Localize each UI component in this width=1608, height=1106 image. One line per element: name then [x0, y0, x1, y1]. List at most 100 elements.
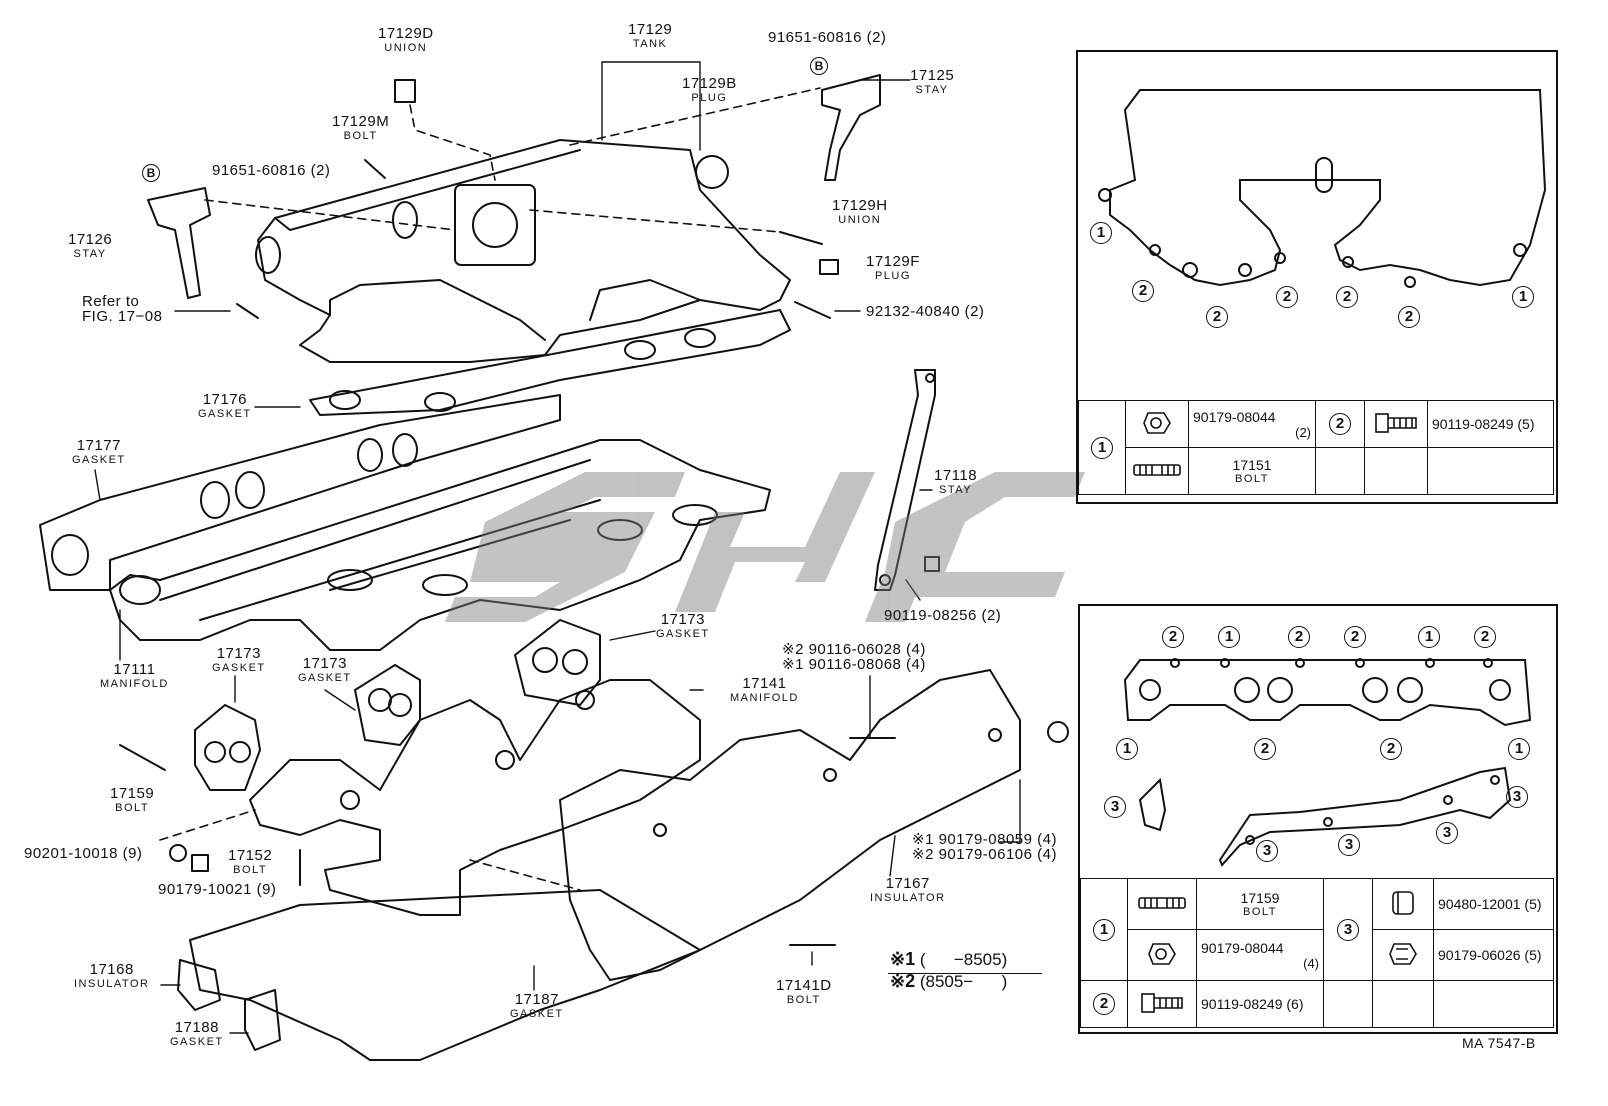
inset-bottom-frame [1078, 604, 1558, 1034]
part-name: STAY [915, 84, 949, 96]
part-name: GASKET [656, 628, 710, 640]
part-name: GASKET [72, 454, 126, 466]
stud-icon [1125, 447, 1189, 495]
callout-91651-top: 91651-60816 (2) [768, 30, 886, 45]
marker-b-top: B [810, 57, 828, 75]
part-number: 91651-60816 (2) [768, 29, 887, 46]
legend-part: 90179-08044 [1193, 408, 1276, 425]
legend-key-1: 1 [1093, 918, 1115, 941]
part-number: 17168 [89, 961, 134, 978]
part-name: MANIFOLD [100, 678, 169, 690]
part-name: GASKET [298, 672, 352, 684]
callout-17187: 17187 GASKET [510, 992, 564, 1022]
part-name: BOLT [233, 864, 268, 876]
part-name: INSULATOR [74, 978, 150, 990]
inset-bottom-plate [1138, 766, 1512, 867]
part-number: 17125 [910, 67, 955, 84]
callout-91651-left: 91651-60816 (2) [212, 163, 330, 178]
part-number: 17111 [113, 661, 156, 678]
legend-key-1: 1 [1091, 436, 1113, 459]
inset-top-circle-1a: 1 [1090, 222, 1112, 244]
legend-key-2: 2 [1329, 413, 1351, 435]
inset-bot-low-circle-5: 3 [1506, 786, 1528, 808]
callout-17118: 17118 STAY [934, 468, 977, 498]
stay-17126-drawing [147, 187, 211, 299]
manifold-17141-drawing [249, 679, 701, 916]
part-name: STAY [73, 248, 107, 260]
callout-refer-fig: Refer to FIG. 17−08 [82, 294, 162, 324]
legend-name: BOLT [1243, 906, 1277, 918]
part-number: 17159 [110, 785, 155, 802]
marker-b: B [142, 164, 160, 182]
inset-top-frame [1076, 50, 1558, 504]
note-2: ※2 (8505− ) [890, 972, 1008, 991]
inset-bot-top-circle-1: 2 [1162, 626, 1184, 648]
gasket-17188-drawing [244, 989, 281, 1051]
part-number: 92132-40840 (2) [866, 303, 985, 320]
legend-part: 17151 [1232, 457, 1272, 473]
callout-17129F: 17129F PLUG [866, 254, 920, 284]
callout-17176: 17176 GASKET [198, 392, 252, 422]
legend-qty: (4) [1303, 955, 1319, 971]
part-number: 17118 [934, 467, 978, 484]
callout-17188: 17188 GASKET [170, 1020, 224, 1050]
refer-line-1: Refer to [82, 293, 140, 310]
flange-nut-icon [1372, 929, 1434, 981]
callout-17129M: 17129M BOLT [332, 114, 389, 144]
part-number: 17129D [378, 25, 434, 42]
callout-17125: 17125 STAY [910, 68, 954, 98]
manifold-17111-drawing [109, 439, 771, 651]
legend-name: BOLT [1235, 473, 1269, 485]
callout-17129D: 17129D UNION [378, 26, 434, 56]
callout-17129H: 17129H UNION [832, 198, 888, 228]
inset-bot-low-circle-2: 3 [1256, 840, 1278, 862]
callout-17168: 17168 INSULATOR [74, 962, 149, 992]
inset-bot-mid-circle-1: 1 [1116, 738, 1138, 760]
part-name: STAY [939, 484, 973, 496]
marker-b-left: B [142, 164, 160, 182]
inset-bot-low-circle-1: 3 [1104, 796, 1126, 818]
part-name: BOLT [343, 130, 378, 142]
inset-top-circle-1b: 1 [1512, 286, 1534, 308]
part-number: 17187 [514, 991, 559, 1008]
callout-17173-a: 17173 GASKET [212, 646, 266, 676]
part-number: 17176 [202, 391, 247, 408]
part-number: 17188 [174, 1019, 219, 1036]
inset-bot-top-circle-3: 2 [1288, 626, 1310, 648]
legend-key-2: 2 [1093, 993, 1115, 1015]
callout-17141: 17141 MANIFOLD [730, 676, 799, 706]
callout-90179-10021: 90179-10021 (9) [158, 882, 276, 897]
callout-17159: 17159 BOLT [110, 786, 154, 816]
part-name: UNION [384, 42, 428, 54]
part-name: GASKET [198, 408, 252, 420]
callout-90119-08256: 90119-08256 (2) [884, 608, 1001, 623]
part-number: 17129B [682, 75, 737, 92]
part-number: 17173 [302, 655, 347, 672]
note-1-mark: ※1 [890, 949, 916, 969]
legend-part: 90119-08249 (6) [1201, 996, 1304, 1012]
inset-bot-low-circle-3: 3 [1338, 834, 1360, 856]
note-divider [888, 973, 1042, 974]
inset-bottom-gasket [1123, 659, 1532, 727]
callout-17177: 17177 GASKET [72, 438, 126, 468]
part-number: 17141D [776, 977, 832, 994]
gasket-17173-a-drawing [194, 704, 261, 791]
legend-part: 90119-08249 (5) [1432, 416, 1535, 432]
part-name: INSULATOR [870, 892, 946, 904]
note-1-range: ( −8505) [919, 950, 1008, 969]
part-number: 17173 [660, 611, 705, 628]
callout-17167: 17167 INSULATOR [870, 876, 945, 906]
nut-icon [1127, 929, 1197, 981]
part-number: 17126 [68, 231, 113, 248]
gasket-17187-drawing [189, 889, 701, 1061]
line-1: ※2 90116-06028 (4) [782, 641, 926, 658]
legend-part: 90179-08044 [1201, 939, 1284, 956]
legend-qty: (2) [1295, 424, 1311, 440]
callout-17129B: 17129B PLUG [682, 76, 737, 106]
inset-top-circle-2c: 2 [1276, 286, 1298, 308]
part-number: 90201-10018 (9) [24, 845, 143, 862]
callout-17173-b: 17173 GASKET [298, 656, 352, 686]
note-2-range: (8505− ) [919, 972, 1008, 991]
part-name: PLUG [874, 270, 911, 282]
